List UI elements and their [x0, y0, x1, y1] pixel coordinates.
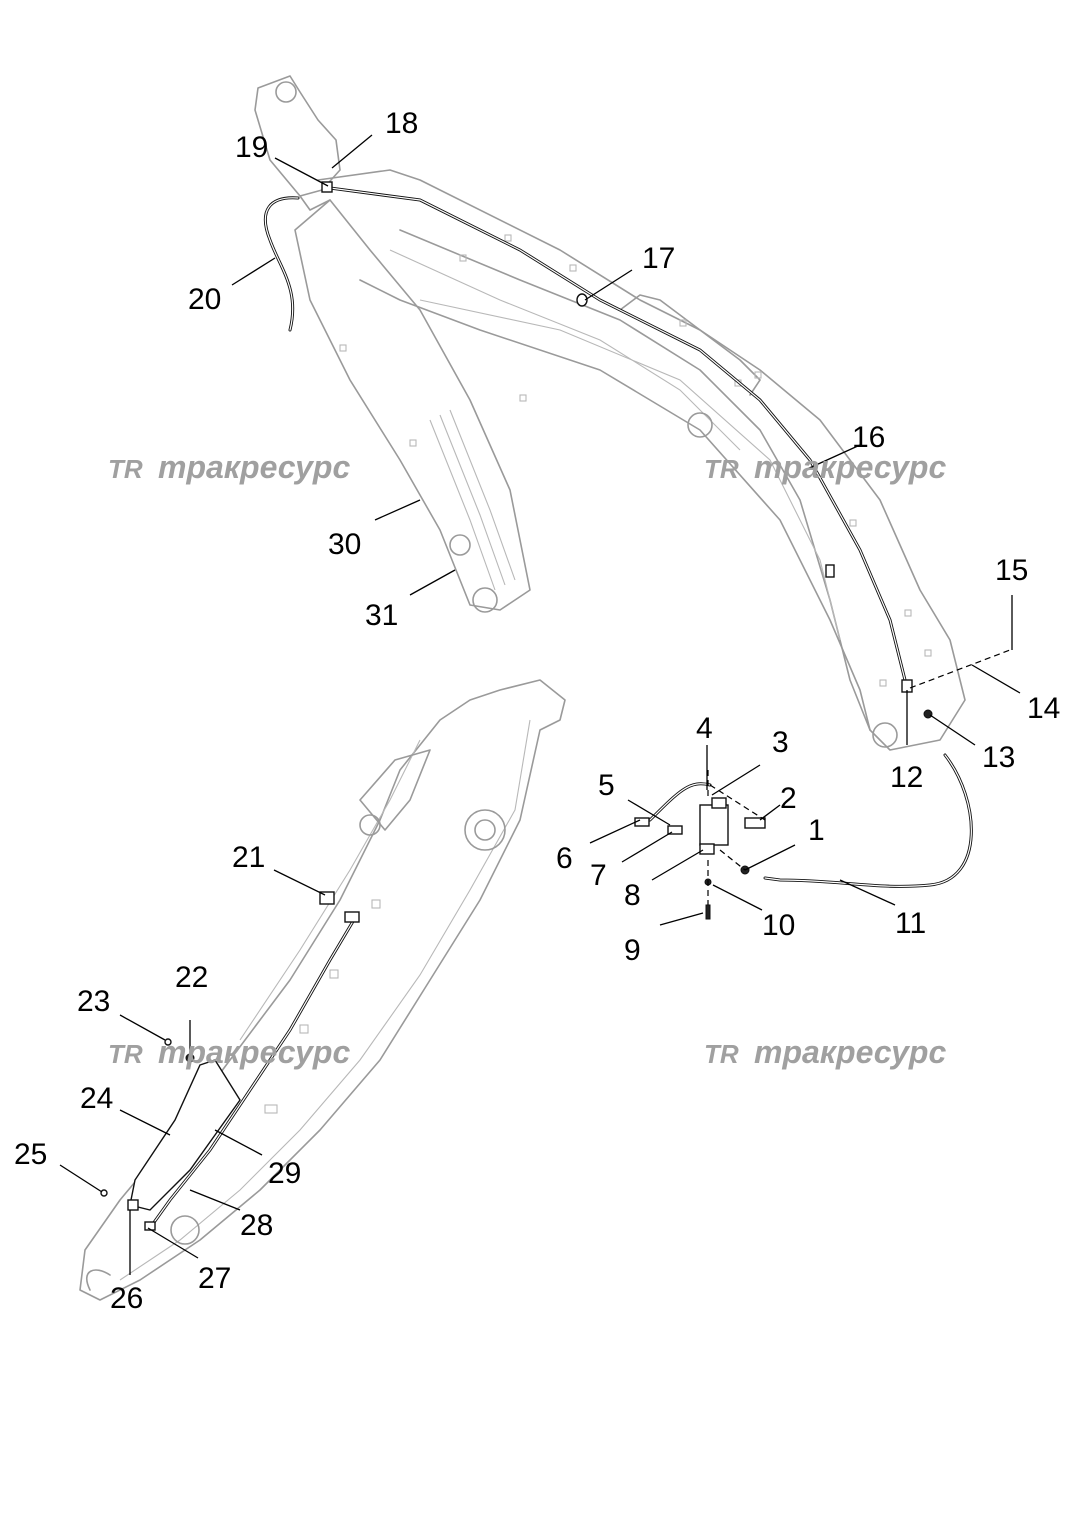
callout-22: 22 — [175, 961, 208, 994]
arm-assembly — [254, 75, 966, 751]
callout-7: 7 — [590, 859, 607, 892]
callout-14: 14 — [1027, 692, 1060, 725]
boom-hose-lines — [100, 891, 360, 1231]
watermark-logo: TR — [108, 454, 143, 484]
watermark-top-left: TR тракресурс — [108, 449, 350, 485]
callout-labels: 1 2 3 4 5 6 7 8 9 10 11 12 13 14 15 16 1… — [14, 107, 1060, 1315]
callout-25: 25 — [14, 1138, 47, 1171]
callout-24: 24 — [80, 1082, 113, 1115]
callout-29: 29 — [268, 1157, 301, 1190]
callout-19: 19 — [235, 131, 268, 164]
callout-6: 6 — [556, 842, 573, 875]
callout-20: 20 — [188, 283, 221, 316]
watermark-text: тракресурс — [754, 1034, 946, 1070]
washer-23-part — [164, 1038, 172, 1046]
boom-assembly — [79, 679, 566, 1301]
valve-block-part — [699, 804, 729, 846]
callout-28: 28 — [240, 1209, 273, 1242]
callout-2: 2 — [780, 782, 797, 815]
callout-18: 18 — [385, 107, 418, 140]
callout-31: 31 — [365, 599, 398, 632]
callout-21: 21 — [232, 841, 265, 874]
washer-25-part — [100, 1189, 108, 1197]
leader-lines — [59, 134, 1021, 1275]
callout-15: 15 — [995, 554, 1028, 587]
watermark-logo: TR — [704, 454, 739, 484]
callout-26: 26 — [110, 1282, 143, 1315]
callout-5: 5 — [598, 769, 615, 802]
watermark-top-right: TR тракресурс — [704, 449, 946, 485]
watermark-text: тракресурс — [754, 449, 946, 485]
callout-16: 16 — [852, 421, 885, 454]
callout-8: 8 — [624, 879, 641, 912]
callout-3: 3 — [772, 726, 789, 759]
fitting-13-part — [923, 709, 933, 719]
watermark-text: тракресурс — [158, 449, 350, 485]
callout-4: 4 — [696, 712, 713, 745]
callout-13: 13 — [982, 741, 1015, 774]
clamp-16-part — [825, 564, 835, 578]
watermark-logo: TR — [704, 1039, 739, 1069]
valve-block-assembly — [634, 782, 766, 920]
guard-24-part — [129, 1059, 241, 1211]
bracket-21-part — [319, 891, 335, 905]
hose-11 — [763, 709, 973, 888]
callout-9: 9 — [624, 934, 641, 967]
callout-17: 17 — [642, 242, 675, 275]
callout-12: 12 — [890, 761, 923, 794]
callout-23: 23 — [77, 985, 110, 1018]
callout-1: 1 — [808, 814, 825, 847]
callout-27: 27 — [198, 1262, 231, 1295]
hose-fitting-19-part — [321, 181, 333, 193]
watermark-bottom-left: TR тракресурс — [108, 1034, 350, 1070]
callout-30: 30 — [328, 528, 361, 561]
watermark-bottom-right: TR тракресурс — [704, 1034, 946, 1070]
arm-hose-lines — [263, 181, 913, 693]
clip-17-part — [576, 293, 588, 307]
callout-10: 10 — [762, 909, 795, 942]
callout-11: 11 — [895, 907, 926, 940]
watermark-text: тракресурс — [158, 1034, 350, 1070]
watermark-logo: TR — [108, 1039, 143, 1069]
